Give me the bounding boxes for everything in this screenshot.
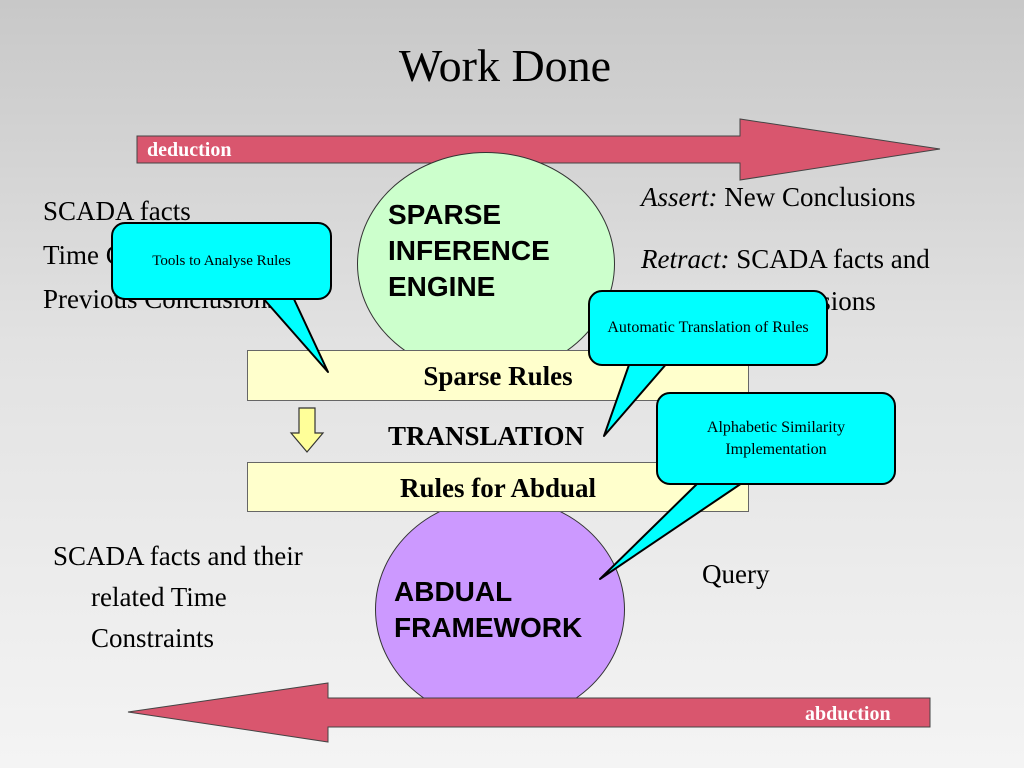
engine-line-2: INFERENCE [388, 235, 550, 266]
translation-label: TRANSLATION [388, 421, 585, 451]
sparse-inference-engine-circle [357, 152, 615, 376]
assert-text: New Conclusions [717, 182, 916, 212]
query-label: Query [702, 559, 770, 589]
automatic-callout-text: Automatic Translation of Rules [607, 319, 809, 336]
bottom-left-line-1: SCADA facts and their [53, 541, 303, 571]
tools-callout-text: Tools to Analyse Rules [152, 253, 291, 269]
abdual-framework-circle [375, 497, 625, 722]
abduction-label: abduction [805, 703, 891, 725]
assert-line: Assert: New Conclusions [641, 176, 930, 218]
abdual-framework-label: ABDUAL FRAMEWORK [394, 574, 582, 646]
tools-callout-pointer [261, 296, 329, 373]
engine-line-3: ENGINE [388, 271, 496, 302]
deduction-label: deduction [147, 139, 232, 161]
retract-label: Retract: [641, 244, 730, 274]
bottom-left-line-2: related Time [91, 582, 227, 612]
retract-line: Retract: SCADA facts and [641, 238, 930, 280]
framework-line-2: FRAMEWORK [394, 612, 583, 643]
framework-line-1: ABDUAL [394, 576, 513, 607]
input-scada-facts: SCADA facts [43, 196, 191, 226]
slide-title: Work Done [398, 40, 612, 91]
engine-line-1: SPARSE [388, 199, 502, 230]
alphabetic-similarity-callout: Alphabetic Similarity Implementation [656, 392, 896, 485]
automatic-translation-callout: Automatic Translation of Rules [588, 290, 828, 366]
retract-text: SCADA facts and [729, 244, 930, 274]
alphabetic-callout-pointer [599, 480, 746, 580]
bottom-left-text: SCADA facts and their related Time Const… [53, 536, 303, 659]
bottom-left-line-3: Constraints [91, 623, 215, 653]
sparse-inference-engine-label: SPARSE INFERENCE ENGINE [388, 197, 550, 305]
assert-label: Assert: [641, 182, 718, 212]
alphabetic-callout-text: Alphabetic Similarity Implementation [706, 418, 846, 458]
tools-callout: Tools to Analyse Rules [111, 222, 332, 300]
